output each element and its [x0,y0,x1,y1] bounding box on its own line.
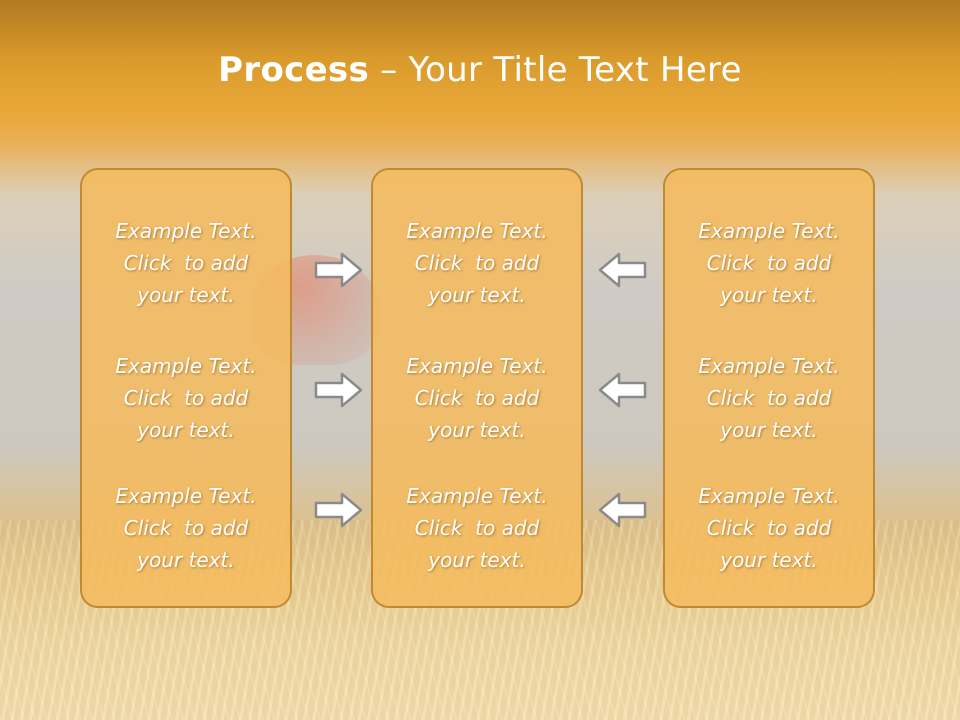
text-line: Example Text. [115,354,257,378]
arrow-left-icon[interactable] [597,370,647,410]
slide-title[interactable]: Process – Your Title Text Here [0,50,960,90]
text-line: Example Text. [698,354,840,378]
text-line: Click to add [414,251,540,275]
text-placeholder[interactable]: Example Text. Click to add your text. [82,350,290,446]
text-line: Click to add [123,251,249,275]
process-box-right[interactable]: Example Text. Click to add your text. Ex… [663,168,875,608]
text-placeholder[interactable]: Example Text. Click to add your text. [665,350,873,446]
title-bold: Process [218,50,370,90]
text-line: Example Text. [698,219,840,243]
text-line: your text. [720,283,818,307]
text-line: Example Text. [406,219,548,243]
arrow-left-icon[interactable] [597,490,647,530]
text-line: your text. [428,418,526,442]
text-line: your text. [137,418,235,442]
text-placeholder[interactable]: Example Text. Click to add your text. [665,480,873,576]
text-line: Example Text. [406,484,548,508]
text-line: your text. [720,548,818,572]
text-line: Example Text. [698,484,840,508]
process-box-left[interactable]: Example Text. Click to add your text. Ex… [80,168,292,608]
text-line: your text. [428,548,526,572]
text-placeholder[interactable]: Example Text. Click to add your text. [373,215,581,311]
text-line: Click to add [123,516,249,540]
text-placeholder[interactable]: Example Text. Click to add your text. [665,215,873,311]
text-line: Click to add [706,516,832,540]
text-line: Click to add [706,386,832,410]
text-placeholder[interactable]: Example Text. Click to add your text. [373,350,581,446]
arrow-right-icon[interactable] [314,250,364,290]
title-rest: – Your Title Text Here [369,50,742,90]
text-line: Example Text. [406,354,548,378]
arrow-right-icon[interactable] [314,370,364,410]
text-placeholder[interactable]: Example Text. Click to add your text. [82,215,290,311]
text-line: your text. [720,418,818,442]
arrow-right-icon[interactable] [314,490,364,530]
arrow-left-icon[interactable] [597,250,647,290]
text-line: Click to add [414,386,540,410]
text-placeholder[interactable]: Example Text. Click to add your text. [373,480,581,576]
text-line: Example Text. [115,219,257,243]
text-line: Click to add [706,251,832,275]
text-line: your text. [428,283,526,307]
text-line: Click to add [414,516,540,540]
text-line: Example Text. [115,484,257,508]
text-line: Click to add [123,386,249,410]
text-line: your text. [137,548,235,572]
text-placeholder[interactable]: Example Text. Click to add your text. [82,480,290,576]
process-box-center[interactable]: Example Text. Click to add your text. Ex… [371,168,583,608]
text-line: your text. [137,283,235,307]
